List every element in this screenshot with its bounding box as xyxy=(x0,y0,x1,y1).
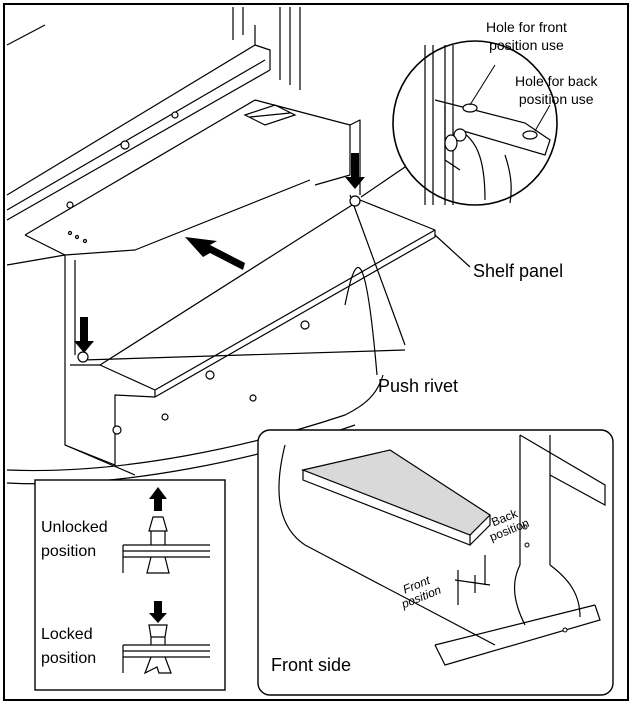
push-rivet-label: Push rivet xyxy=(378,376,459,396)
front-hole-label-line2: position use xyxy=(489,37,564,53)
front-side-inset xyxy=(257,429,614,696)
main-illustration xyxy=(6,7,614,696)
unlocked-label-line2: position xyxy=(41,543,97,560)
locked-position-label: Locked position xyxy=(41,625,96,669)
locked-label-line2: position xyxy=(41,650,97,667)
rivet-inset-box xyxy=(34,479,226,691)
front-hole-label-line1: Hole for front xyxy=(486,19,567,35)
shelf-panel-label: Shelf panel xyxy=(473,261,564,281)
back-hole-label-line1: Hole for back xyxy=(515,73,598,89)
rivet-arrow-right xyxy=(345,153,365,189)
front-hole-label: Hole for front position use xyxy=(486,18,567,54)
push-direction-arrow xyxy=(185,237,245,270)
diagram-frame: Hole for front position use Hole for bac… xyxy=(3,3,629,701)
hole-detail-circle xyxy=(360,40,558,206)
back-hole-label: Hole for back position use xyxy=(515,72,597,108)
unlocked-label-line1: Unlocked xyxy=(41,519,108,536)
front-side-label: Front side xyxy=(271,655,352,675)
rivet-arrow-left xyxy=(74,317,94,353)
back-hole-label-line2: position use xyxy=(518,91,594,107)
unlocked-position-label: Unlocked position xyxy=(41,518,108,562)
locked-label-line1: Locked xyxy=(41,626,93,643)
